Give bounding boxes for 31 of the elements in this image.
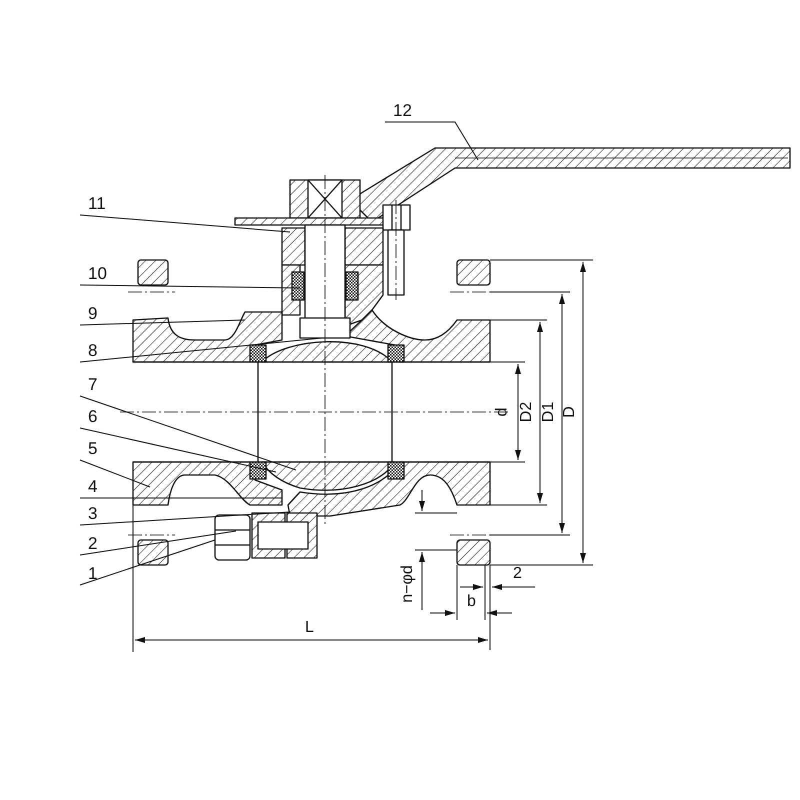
dimension-label: L (305, 619, 314, 637)
leader-line (80, 396, 296, 470)
callout-number: 1 (80, 564, 110, 584)
dimension-label: 2 (513, 565, 522, 583)
callout-number: 11 (80, 194, 110, 214)
dimension-label: D (560, 406, 579, 418)
dimension-label: b (467, 593, 476, 611)
callout-number: 12 (385, 101, 415, 121)
leader-line (80, 530, 236, 556)
leader-line (80, 284, 300, 288)
dimension-label: n−φd (398, 565, 417, 603)
callout-number: 10 (80, 264, 110, 284)
leader-line (80, 320, 246, 326)
dimension-label: D2 (518, 402, 536, 422)
leader-line (80, 512, 290, 526)
leader-line (80, 540, 216, 586)
leader-line (384, 122, 478, 160)
callout-number: 9 (80, 304, 110, 324)
leader-line (80, 214, 290, 232)
callout-number: 7 (80, 375, 110, 395)
callout-number: 5 (80, 439, 110, 459)
dimension-label: d (493, 408, 512, 416)
leader-line (80, 338, 322, 362)
callout-number: 2 (80, 534, 110, 554)
leader-line (80, 428, 276, 472)
callout-number: 3 (80, 504, 110, 524)
callout-number: 6 (80, 407, 110, 427)
dimension-label: D1 (540, 402, 558, 422)
leader-line (80, 460, 150, 488)
callout-number: 4 (80, 477, 110, 497)
callout-number: 8 (80, 341, 110, 361)
